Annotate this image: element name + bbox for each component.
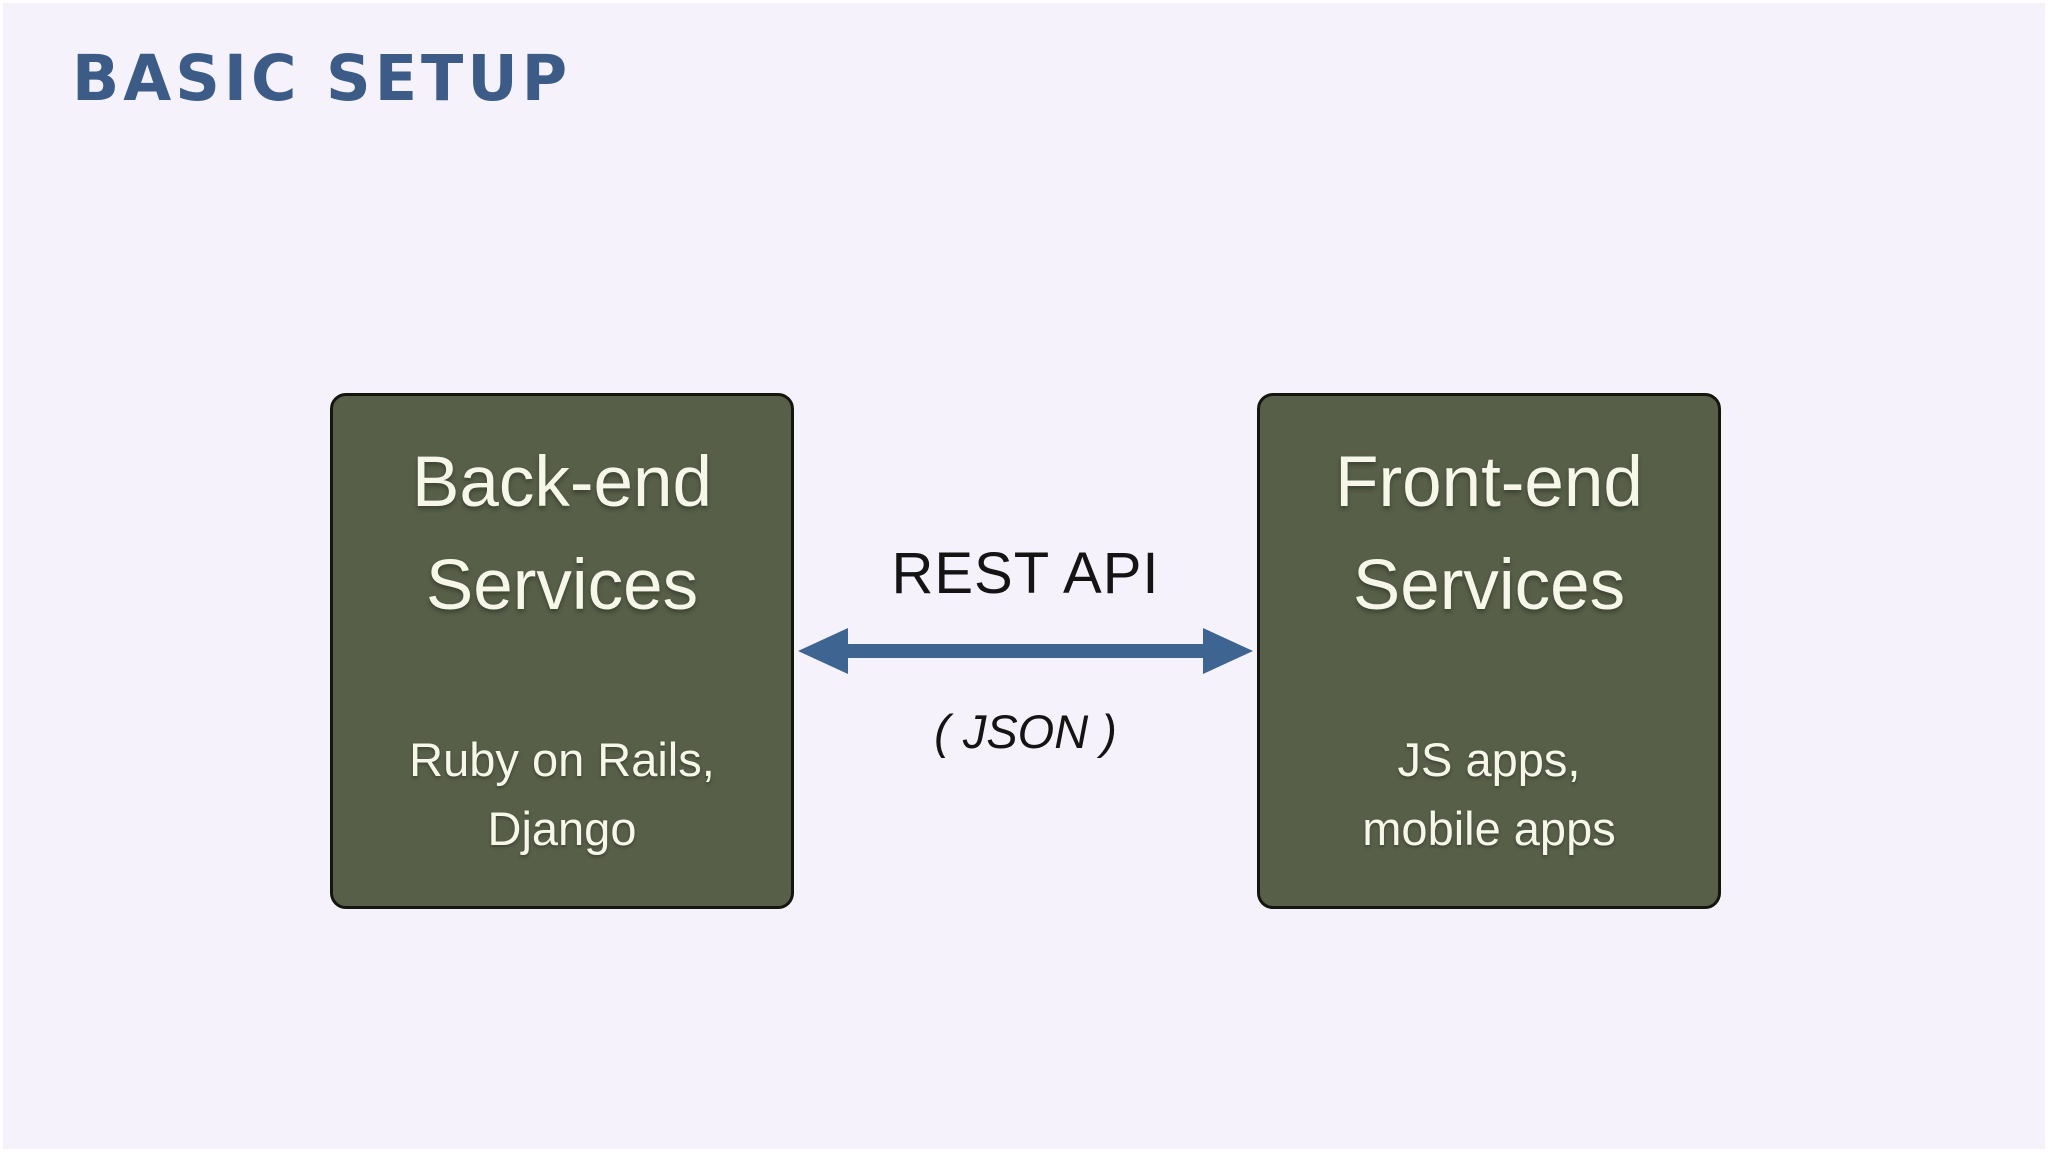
frontend-title-line2: Services [1352,545,1626,625]
backend-subtitle-line1: Ruby on Rails, [409,732,715,786]
frontend-services-box: Front-end Services JS apps, mobile apps [1257,393,1721,909]
backend-title-line2: Services [425,545,699,625]
frontend-subtitle-line1: JS apps, [1397,732,1581,786]
backend-box-subtitle: Ruby on Rails, Django [409,725,715,864]
frontend-subtitle-line2: mobile apps [1362,802,1616,856]
backend-box-title: Back-end Services [412,432,712,638]
frontend-title-line1: Front-end [1335,443,1643,522]
frontend-box-title: Front-end Services [1335,432,1643,638]
backend-subtitle-line2: Django [487,802,637,856]
bidirectional-arrow-icon [798,628,1253,674]
rest-api-connector: REST API ( JSON ) [794,0,1257,1152]
rest-api-label: REST API [891,541,1160,606]
json-format-label: ( JSON ) [934,705,1117,758]
backend-services-box: Back-end Services Ruby on Rails, Django [330,393,794,909]
page-title: BASIC SETUP [72,40,572,116]
frontend-box-subtitle: JS apps, mobile apps [1362,725,1615,864]
backend-title-line1: Back-end [412,443,712,522]
